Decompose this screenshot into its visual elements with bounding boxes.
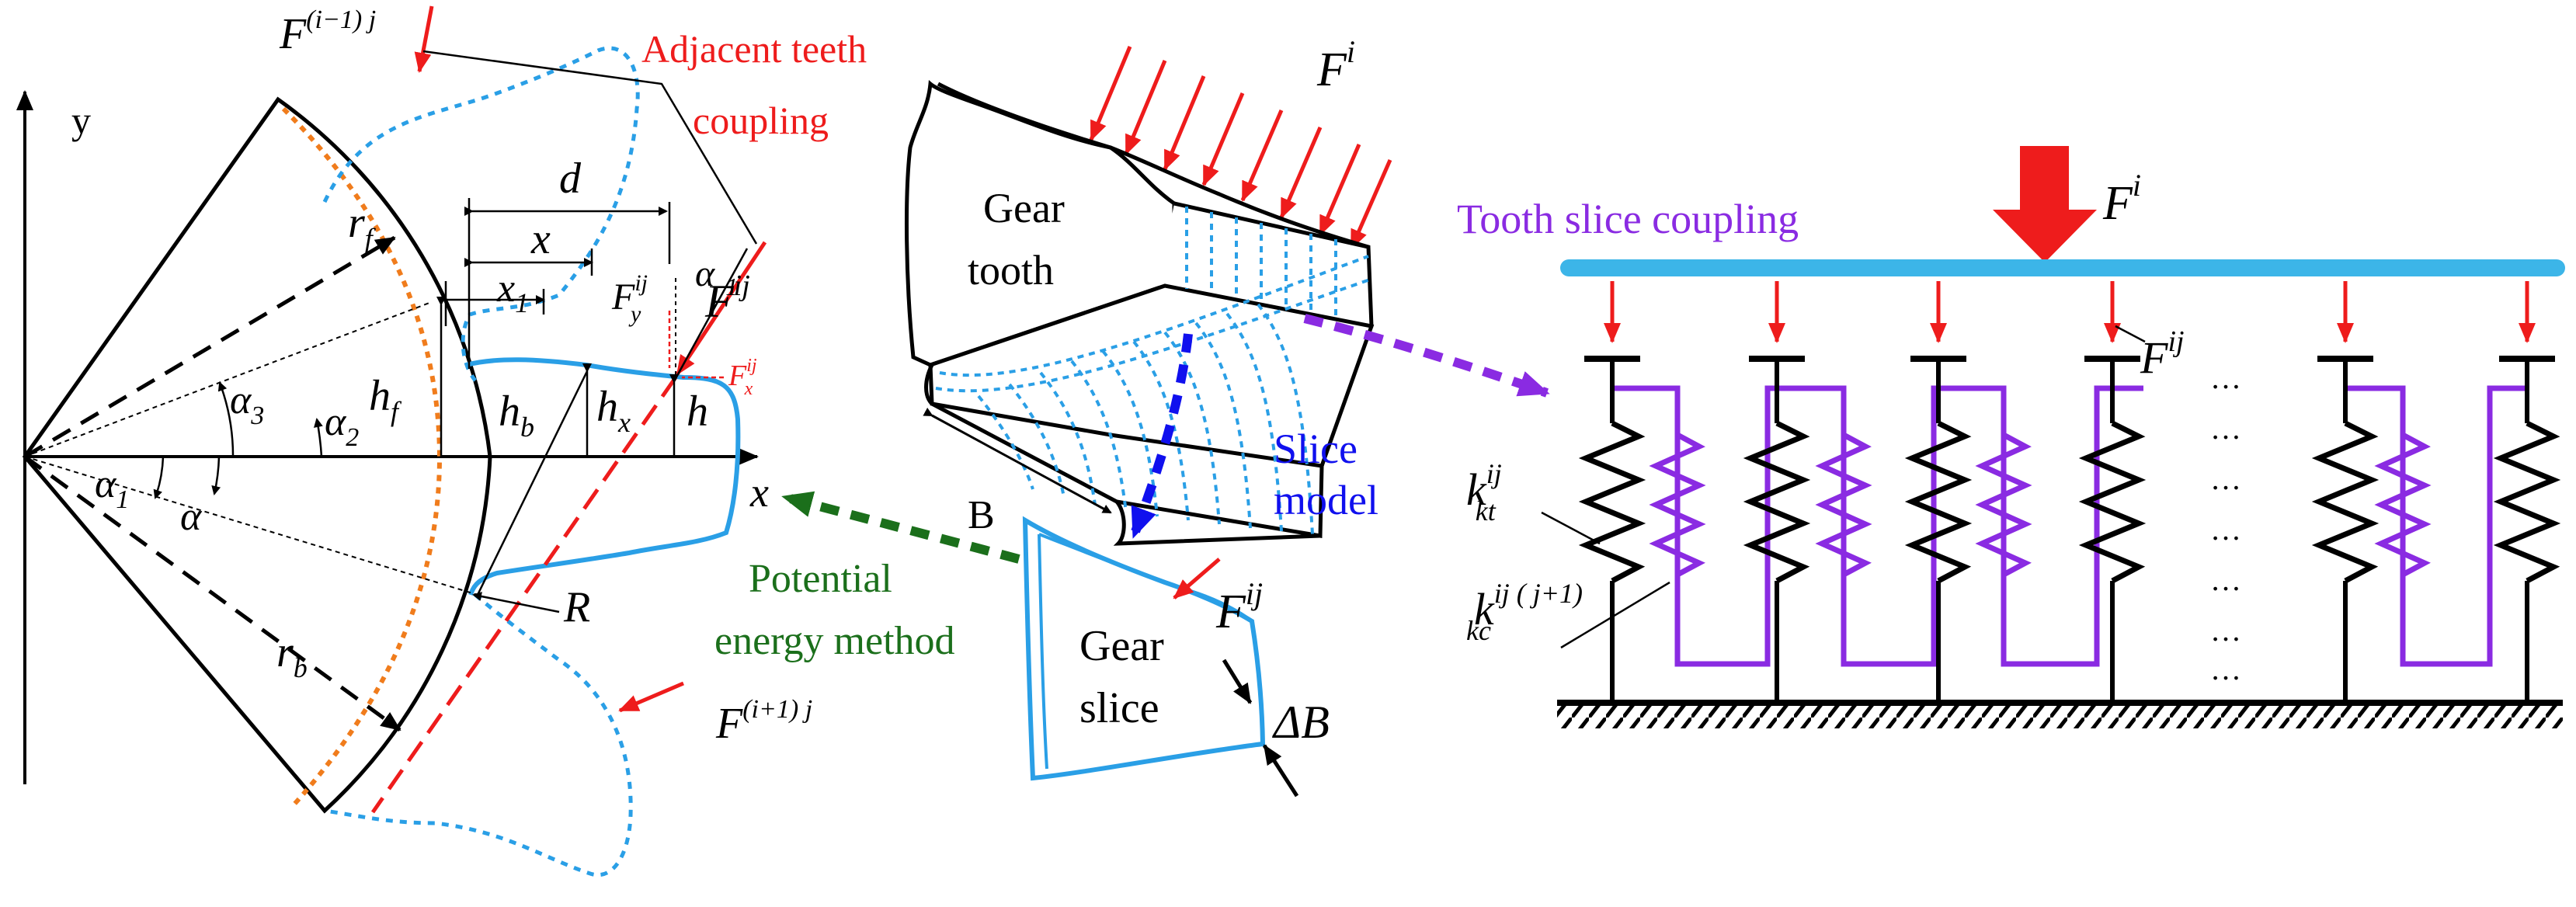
force-ij-right-label: Fij xyxy=(2140,325,2185,383)
slice-spring-columns xyxy=(1578,281,2561,703)
alpha3-radial-line xyxy=(24,302,430,457)
force-ij-slice-arrow xyxy=(1173,558,1221,599)
hx-label: hx xyxy=(596,383,631,438)
tooth-slice-coupling-model: Tooth slice coupling Fi xyxy=(1457,146,2565,728)
adjacent-teeth-label-2: coupling xyxy=(693,99,829,142)
delta-b-arrow-1 xyxy=(1222,659,1253,704)
slice-column-4 xyxy=(2078,281,2147,703)
delta-b-label: ΔB xyxy=(1272,697,1330,748)
slice-column-2 xyxy=(1743,281,1811,703)
force-ij-right-leader xyxy=(2115,325,2146,343)
force-i-label: Fi xyxy=(1316,34,1355,96)
slice-column-3 xyxy=(1904,281,1973,703)
x-label: x xyxy=(530,215,551,263)
slice-column-6 xyxy=(2493,281,2561,703)
alpha-angle-arc xyxy=(211,456,221,495)
alpha1-label: α1 xyxy=(95,462,129,514)
gear-slice-label-1: Gear xyxy=(1079,622,1164,670)
svg-text:…: … xyxy=(2210,512,2241,547)
total-load-arrow xyxy=(1993,146,2097,262)
rf-radius-arrow xyxy=(23,235,396,459)
line-of-action xyxy=(370,376,678,814)
kkc-label: kij ( j+1)kc xyxy=(1466,578,1583,646)
coupling-spring-zigzags xyxy=(1649,432,2432,578)
force-next-label: F(i+1) j xyxy=(715,695,812,748)
kkc-leader xyxy=(1560,581,1670,649)
x-axis-label: x xyxy=(749,469,769,516)
slice-column-1 xyxy=(1578,281,1646,703)
alpha1-radial-line xyxy=(24,456,478,596)
force-i-right-label: Fi xyxy=(2102,168,2141,230)
d-label: d xyxy=(559,155,582,203)
dim-hb-line xyxy=(476,370,589,596)
coupling-springs-frame xyxy=(1612,385,2527,667)
B-dimension xyxy=(923,407,1112,514)
ground-hatch xyxy=(1557,705,2563,728)
R-leader xyxy=(472,592,560,613)
hf-label: hf xyxy=(369,372,402,427)
force-prev-label: F(i−1) j xyxy=(279,5,376,58)
svg-text:…: … xyxy=(2210,613,2241,648)
force-ij-leader xyxy=(673,248,749,382)
slice-model-label-1: Slice xyxy=(1274,426,1358,472)
potential-energy-label-2: energy method xyxy=(714,619,955,663)
svg-text:…: … xyxy=(2210,411,2241,446)
x1-label: x1 xyxy=(496,266,529,318)
root-circle-arc xyxy=(281,106,443,810)
gear-tooth-top-edge xyxy=(937,82,1369,249)
tooth-slice-coupling-title: Tooth slice coupling xyxy=(1457,196,1799,242)
force-next-arrow xyxy=(618,681,684,713)
force-ij-arrow xyxy=(675,241,767,376)
slice-column-5 xyxy=(2311,281,2380,703)
force-prev-arrow xyxy=(414,5,434,73)
alpha3-label: α3 xyxy=(230,378,264,430)
h-label: h xyxy=(687,387,708,436)
gear-tooth-3d-panel: B Slice model Fij Gear slice ΔB Fi Gear … xyxy=(714,34,1550,798)
alpha2-angle-arc xyxy=(313,418,323,457)
slice-coupling-arrow xyxy=(1303,314,1550,398)
upper-adjacent-tooth-profile xyxy=(322,46,640,382)
alpha2-label: α2 xyxy=(325,400,359,452)
svg-text:…: … xyxy=(2210,360,2241,395)
rb-radius-arrow xyxy=(23,454,402,732)
gear-tooth-label-2: tooth xyxy=(968,247,1054,294)
hb-label: hb xyxy=(499,387,534,443)
adjacent-teeth-label-1: Adjacent teeth xyxy=(641,27,867,71)
rf-label: rf xyxy=(348,199,377,254)
alpha-label: α xyxy=(180,495,203,539)
svg-text:…: … xyxy=(2210,562,2241,597)
B-label: B xyxy=(968,493,995,537)
slice-model-arrow xyxy=(1129,333,1193,539)
force-ij-label: Fij xyxy=(704,269,750,327)
potential-energy-arrow xyxy=(781,491,1020,564)
tooth-load-arrows xyxy=(1089,46,1392,250)
svg-text:…: … xyxy=(2210,652,2241,686)
force-ij-slice-label: Fij xyxy=(1215,576,1263,638)
gear-slice-label-2: slice xyxy=(1079,684,1159,732)
adjacent-coupling-leader xyxy=(422,50,758,245)
kkt-leader xyxy=(1541,511,1601,545)
rb-label: rb xyxy=(276,628,308,683)
slice-model-label-2: model xyxy=(1274,477,1378,523)
R-label: R xyxy=(563,583,590,631)
gear-tooth-front-edge xyxy=(924,363,1321,546)
svg-text:…: … xyxy=(2210,461,2241,496)
alpha1-angle-arc xyxy=(153,456,165,499)
alpha3-angle-arc xyxy=(217,381,235,457)
lower-adjacent-tooth-profile xyxy=(324,593,633,877)
y-axis-label: y xyxy=(71,99,91,142)
continuation-dots: … … … … … … … xyxy=(2210,360,2241,686)
gear-tooth-label-1: Gear xyxy=(983,185,1065,231)
potential-energy-label-1: Potential xyxy=(749,557,892,601)
tooth-geometry-panel: y x xyxy=(16,5,867,877)
tooth-sector-outline xyxy=(22,96,492,814)
delta-b-arrow-2 xyxy=(1262,744,1299,798)
